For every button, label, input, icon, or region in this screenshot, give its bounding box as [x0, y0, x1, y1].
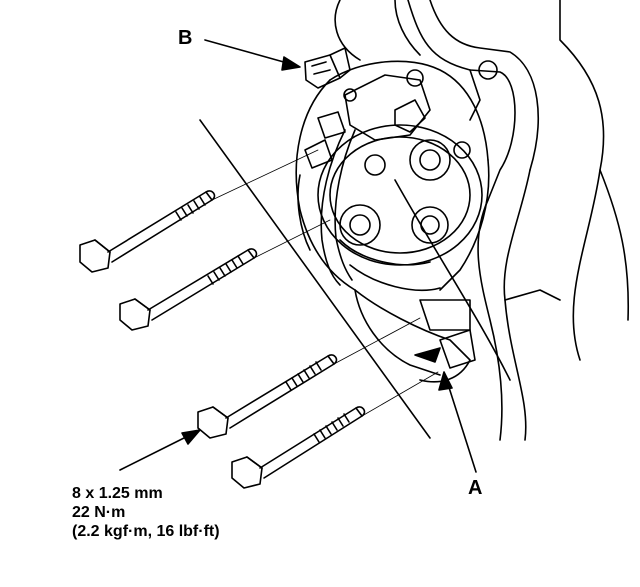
- leader-arrow-a: [445, 377, 477, 473]
- bolt-1: [79, 190, 216, 273]
- arrowhead-b: [281, 56, 301, 71]
- bolt-3: [197, 354, 338, 439]
- bolt-size: 8 x 1.25 mm: [72, 485, 163, 502]
- connector-b: [304, 47, 351, 89]
- leader-arrow-spec: [119, 431, 197, 471]
- engine-block-outline: [334, 0, 630, 441]
- clutch-hub: [317, 124, 483, 266]
- torque-spec: 8 x 1.25 mm 22 N·m (2.2 kgf·m, 16 lbf·ft…: [72, 484, 220, 541]
- arrowhead-spec: [181, 429, 201, 445]
- arrowhead-a: [438, 371, 453, 391]
- torque-value: 22 N·m: [72, 504, 126, 521]
- compressor-housing: [295, 60, 490, 383]
- torque-alternate-units: (2.2 kgf·m, 16 lbf·ft): [72, 523, 220, 540]
- compressor-fittings: [343, 60, 498, 159]
- bolt-4: [231, 406, 366, 489]
- bolt-2: [119, 248, 258, 331]
- reference-lines: [199, 119, 511, 439]
- callout-b-label: B: [178, 27, 193, 49]
- wire-harness: [297, 111, 356, 286]
- callout-a-label: A: [468, 477, 483, 499]
- installation-lines: [211, 149, 439, 417]
- leader-arrows: [119, 39, 477, 473]
